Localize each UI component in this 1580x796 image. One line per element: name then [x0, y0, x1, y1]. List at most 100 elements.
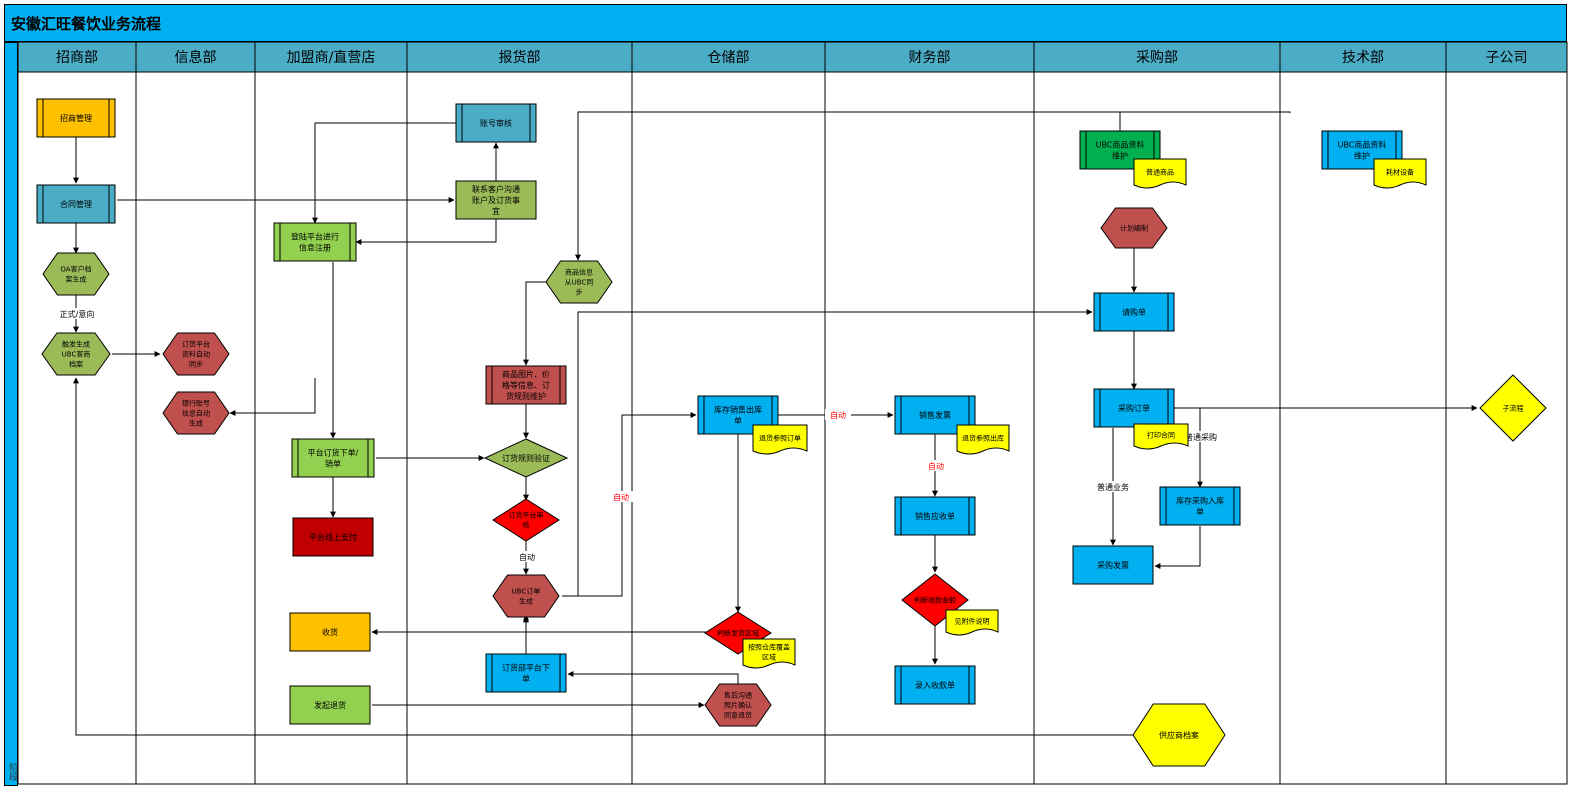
n28-label: 计划编制 [1120, 223, 1148, 232]
n17-label: 订货平台审核 [509, 510, 544, 529]
node-n31: 库存采购入库单 [1159, 486, 1241, 526]
node-n22: 售后沟通照片确认同意退货 [704, 683, 772, 727]
n22-label: 售后沟通照片确认同意退货 [724, 690, 752, 719]
title-bar: 安徽汇旺餐饮业务流程 [4, 4, 1567, 42]
d6-label: 见附件说明 [955, 616, 990, 625]
diagram-title: 安徽汇旺餐饮业务流程 [11, 15, 162, 33]
edge-label-e5: 自动 [928, 461, 944, 471]
n31-label: 库存采购入库单 [1176, 495, 1224, 516]
note-d6: 见附件说明 [945, 609, 999, 636]
node-n19: 订货部平台下单 [485, 653, 567, 693]
connector-n18-n20 [562, 412, 697, 597]
edge-label-e1: 正式/意向 [60, 309, 95, 319]
d5-label: 退货参照出库 [962, 433, 1004, 442]
n35-label: 子流程 [1503, 403, 1524, 412]
lane-label-8: 技术部 [1342, 50, 1384, 66]
n7-label: 登陆平台进行信息注册 [291, 231, 339, 252]
node-n24: 销售应收单 [894, 496, 976, 536]
node-n11: 发起退货 [289, 685, 371, 725]
edge-label-e7: 普通采购 [1185, 432, 1217, 442]
n12-label: 账号审核 [480, 118, 512, 128]
n23-label: 销售发票 [919, 410, 951, 420]
n9-label: 平台线上支付 [309, 532, 357, 542]
note-d3: 退货参照订单 [752, 424, 808, 455]
edge-label-e4: 自动 [830, 410, 846, 420]
node-n2: 合同管理 [36, 184, 116, 224]
node-n7: 登陆平台进行信息注册 [273, 222, 357, 262]
n18-label: UBC订单生成 [512, 586, 541, 605]
n15-label: 商品图片、价格等信息、订货规则维护 [502, 369, 550, 401]
n30-label: 采购订单 [1118, 403, 1150, 413]
node-n6: 银行账号信息自动生成 [162, 391, 230, 435]
n20-label: 库存销售出库单 [714, 404, 762, 425]
edge-label-e3: 自动 [613, 492, 629, 502]
node-n8: 平台订货下单/销单 [291, 438, 375, 478]
node-n10: 收货 [289, 612, 371, 652]
d7-label: 打印合同 [1147, 430, 1175, 439]
connector-n18-n29 [577, 309, 1093, 596]
n13-label: 联系客户沟通账户及订货事宜 [472, 184, 520, 216]
node-n29: 请购单 [1093, 292, 1175, 332]
lane-label-3: 加盟商/直营店 [287, 49, 376, 66]
connector-n7-n6 [229, 378, 316, 416]
n33-label: 供应商档案 [1159, 730, 1199, 740]
note-d7: 打印合同 [1133, 423, 1189, 450]
node-n18: UBC订单生成 [492, 574, 560, 618]
lane-label-6: 财务部 [909, 50, 951, 66]
node-n23: 销售发票 [894, 395, 976, 435]
n5-label: 订货平台资料自动同步 [182, 339, 210, 368]
n29-label: 请购单 [1122, 307, 1146, 317]
connector-n14-n15 [523, 281, 546, 366]
connector-n22-n19 [567, 671, 739, 685]
lane-headers [17, 41, 1568, 73]
d1-label: 普通商品 [1146, 167, 1174, 176]
lanes-frame [17, 41, 1568, 785]
lane-labels: 招商部信息部加盟商/直营店报货部仓储部财务部采购部技术部子公司 [56, 49, 1528, 66]
node-n35: 子流程 [1479, 374, 1547, 442]
lane-label-1: 招商部 [56, 50, 98, 66]
note-d2: 耗材设备 [1373, 158, 1427, 189]
n21-label: 判断发货区域 [717, 628, 759, 637]
n2-label: 合同管理 [60, 199, 92, 209]
note-d4: 按照仓库覆盖区域 [742, 638, 796, 669]
lane-label-9: 子公司 [1486, 50, 1528, 66]
connector-n31-n32 [1154, 526, 1201, 569]
connector-n30-n31 [1174, 407, 1203, 488]
n11-label: 发起退货 [314, 700, 346, 710]
n25-label: 判断收款金额 [914, 595, 956, 604]
node-n28: 计划编制 [1100, 207, 1168, 249]
d3-label: 退货参照订单 [759, 433, 801, 442]
n27-label: UBC商品资料维护 [1096, 139, 1145, 160]
n19-label: 订货部平台下单 [502, 662, 550, 683]
node-n16: 订货规则验证 [483, 438, 569, 478]
lane-label-5: 仓储部 [708, 50, 750, 66]
connector-n21-n18 [523, 616, 706, 633]
d4-label: 按照仓库覆盖区域 [748, 642, 790, 661]
lane-label-2: 信息部 [175, 49, 217, 66]
n6-label: 银行账号信息自动生成 [182, 398, 210, 427]
d2-label: 耗材设备 [1386, 167, 1414, 176]
node-n3: OA客户档案生成 [42, 252, 110, 296]
node-n33: 供应商档案 [1132, 703, 1226, 767]
node-n1: 招商管理 [36, 98, 116, 138]
connectors [73, 111, 1478, 736]
n24-label: 销售应收单 [915, 511, 955, 521]
connector-tech-n14 [575, 111, 1291, 261]
note-d1: 普通商品 [1133, 158, 1187, 189]
note-d5: 退货参照出库 [956, 424, 1010, 455]
lane-label-7: 采购部 [1136, 50, 1178, 66]
connector-n33-n4 [73, 377, 1134, 736]
node-n13: 联系客户沟通账户及订货事宜 [455, 180, 537, 220]
edge-labels: 正式/意向 自动 自动 自动 自动 普通业务 普通采购 [55, 308, 1220, 562]
node-n26: 录入收款单 [894, 665, 976, 705]
node-n5: 订货平台资料自动同步 [162, 332, 230, 376]
n34-label: UBC商品资料维护 [1338, 139, 1387, 160]
node-n32: 采购发票 [1072, 545, 1154, 585]
connector-n13-n7 [355, 219, 497, 245]
n14-label: 商品信息从UBC同步 [565, 267, 594, 296]
n10-label: 收货 [322, 627, 338, 637]
n32-label: 采购发票 [1097, 560, 1129, 570]
n26-label: 录入收款单 [915, 680, 955, 690]
